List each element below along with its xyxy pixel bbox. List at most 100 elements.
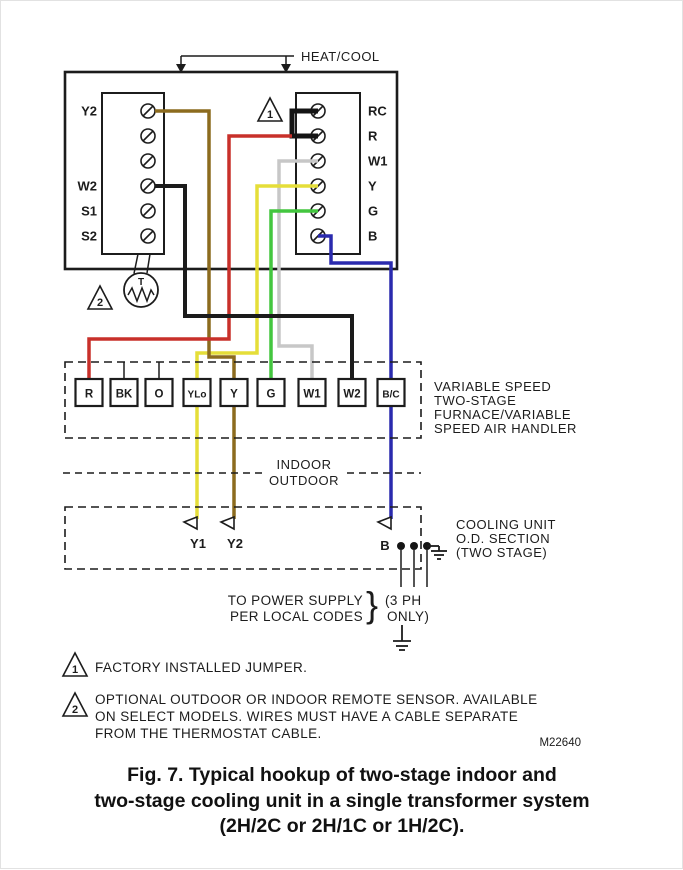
callout-1-icon: 1: [61, 651, 89, 677]
screw-terminal-icon: [140, 228, 156, 244]
callout-2-number: 2: [97, 297, 103, 309]
down-arrow-icon: [281, 64, 291, 73]
furnace-section: R BK O YLo Y G W1 W2 B/C VARIABLE SPEED …: [64, 361, 577, 439]
power-supply-note: TO POWER SUPPLY PER LOCAL CODES } (3 PH …: [228, 584, 429, 651]
cooling-terminal-b: B: [380, 538, 389, 553]
caption-line: two-stage cooling unit in a single trans…: [94, 790, 589, 812]
cooling-dashed-box: [64, 506, 422, 570]
callout-2-icon: 2: [61, 691, 89, 717]
figure-caption: Fig. 7. Typical hookup of two-stage indo…: [94, 764, 589, 837]
factory-jumper-wire: [289, 108, 318, 139]
caption-line: Fig. 7. Typical hookup of two-stage indo…: [127, 764, 557, 786]
furnace-terminal-label: W2: [343, 389, 360, 401]
furnace-terminal-w2: [337, 377, 367, 408]
wire-b-blue: [318, 234, 393, 379]
heat-cool-header: HEAT/COOL: [176, 49, 380, 73]
furnace-dashed-box: [64, 361, 422, 439]
sensor-letter: T: [138, 277, 144, 288]
furnace-terminal-w1: [297, 377, 327, 408]
furnace-terminal-label: Y: [230, 389, 238, 401]
right-terminal-strip: [295, 92, 361, 255]
note-2-line: ON SELECT MODELS. WIRES MUST HAVE A CABL…: [95, 709, 518, 724]
footnotes: 1 FACTORY INSTALLED JUMPER. 2 OPTIONAL O…: [61, 651, 581, 749]
wire-w2-black: [155, 184, 354, 379]
screw-terminal-icon: [140, 103, 156, 119]
power-supply-line: PER LOCAL CODES: [230, 609, 363, 624]
doc-number: M22640: [539, 737, 581, 749]
furnace-terminal-label: YLo: [188, 390, 207, 401]
ground-symbol-icon: [427, 545, 447, 560]
power-terminals: [397, 542, 431, 587]
furnace-terminal-label: G: [267, 389, 276, 401]
wire-w1-white: [277, 159, 318, 379]
furnace-terminals: [74, 377, 406, 408]
furnace-terminal-ylo: [182, 377, 212, 408]
indoor-label: INDOOR: [277, 457, 332, 472]
furnace-label-line: FURNACE/VARIABLE: [434, 407, 571, 422]
power-terminal-dot: [397, 542, 405, 550]
furnace-terminal-label: O: [155, 389, 164, 401]
wire-g-green: [269, 209, 318, 379]
furnace-terminal-label: BK: [116, 389, 133, 401]
terminal-label-b: B: [368, 229, 377, 244]
resistor-zigzag-icon: [127, 285, 155, 304]
thermostat-box: Y2 W2 S1 S2 RC R W1 Y G B 1 T 2: [63, 70, 399, 310]
indoor-outdoor-divider: INDOOR OUTDOOR: [63, 457, 421, 488]
wire-y2-brown: [155, 109, 236, 379]
terminal-label-y: Y: [368, 179, 377, 194]
furnace-terminal-r: [74, 377, 104, 408]
callout-2-number: 2: [72, 704, 78, 716]
furnace-label-line: VARIABLE SPEED: [434, 379, 551, 394]
terminal-label-y2: Y2: [81, 104, 97, 119]
terminal-label-rc: RC: [368, 104, 387, 119]
power-terminal-dot: [410, 542, 418, 550]
callout-1-number: 1: [267, 109, 273, 121]
cooling-label-line: (TWO STAGE): [456, 545, 547, 560]
furnace-terminal-label: R: [85, 389, 94, 401]
terminal-label-r: R: [368, 129, 378, 144]
furnace-terminal-label: W1: [303, 389, 321, 401]
terminal-label-w2: W2: [78, 179, 98, 194]
furnace-terminal-label: B/C: [382, 390, 399, 401]
cooling-terminal-y1: Y1: [190, 536, 206, 551]
furnace-terminal-bc: [376, 377, 406, 408]
screw-terminal-icon: [140, 178, 156, 194]
left-terminal-strip: [101, 92, 165, 255]
furnace-label-line: SPEED AIR HANDLER: [434, 421, 577, 436]
note-2-line: OPTIONAL OUTDOOR OR INDOOR REMOTE SENSOR…: [95, 692, 537, 707]
spade-connector-icon: [219, 515, 235, 531]
spade-connector-icon: [376, 515, 392, 531]
screw-terminal-icon: [140, 203, 156, 219]
caption-line: (2H/2C or 2H/1C or 1H/2C).: [220, 815, 465, 837]
furnace-label-line: TWO-STAGE: [434, 393, 516, 408]
cooling-label-line: COOLING UNIT: [456, 517, 556, 532]
terminal-label-s1: S1: [81, 204, 97, 219]
wires: [87, 109, 393, 519]
terminal-label-w1: W1: [368, 154, 388, 169]
terminal-label-s2: S2: [81, 229, 97, 244]
furnace-terminal-g: [256, 377, 286, 408]
phase-note-line: (3 PH: [385, 593, 422, 608]
outdoor-label: OUTDOOR: [269, 473, 339, 488]
brace-glyph: }: [366, 584, 378, 625]
note-1-text: FACTORY INSTALLED JUMPER.: [95, 660, 307, 675]
cooling-unit-section: Y1 Y2 B COOLING UNIT O.D. SECTION (TWO S…: [64, 506, 556, 587]
furnace-terminal-bk: [109, 377, 139, 408]
power-supply-line: TO POWER SUPPLY: [228, 593, 363, 608]
spade-connector-icon: [182, 515, 198, 531]
callout-1-number: 1: [72, 664, 78, 676]
left-strip-screws: [140, 103, 156, 244]
callout-2-icon: 2: [86, 284, 114, 310]
heat-cool-label: HEAT/COOL: [301, 49, 380, 64]
cooling-label-line: O.D. SECTION: [456, 531, 550, 546]
furnace-terminal-o: [144, 377, 174, 408]
phase-note-line: ONLY): [387, 609, 429, 624]
down-arrow-icon: [176, 64, 186, 73]
remote-sensor-icon: T: [123, 253, 159, 308]
screw-terminal-icon: [140, 153, 156, 169]
terminal-label-g: G: [368, 204, 378, 219]
ground-symbol-icon: [393, 625, 411, 651]
furnace-terminal-y: [219, 377, 249, 408]
cooling-terminal-y2: Y2: [227, 536, 243, 551]
